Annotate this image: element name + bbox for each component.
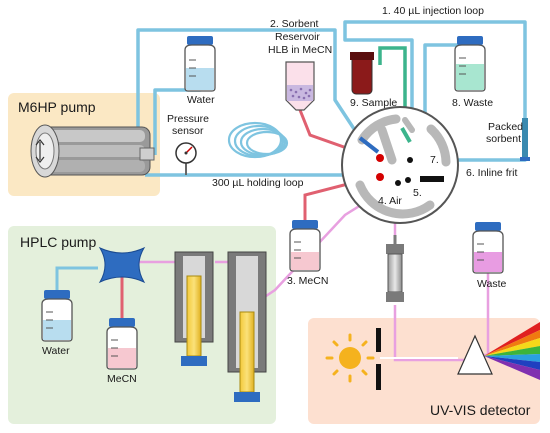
mecn-bottle-hplc bbox=[106, 318, 138, 370]
sorbent-label-3: HLB in MeCN bbox=[268, 44, 332, 56]
lamp-sun-icon bbox=[325, 333, 375, 383]
waste-bottle-bottom bbox=[472, 222, 504, 274]
spectrum-rays bbox=[484, 322, 540, 380]
mecn-valve-label: 3. MeCN bbox=[287, 275, 328, 287]
slit-icon bbox=[376, 328, 381, 390]
injection-loop-label: 1. 40 µL injection loop bbox=[382, 5, 484, 17]
water-hplc-line bbox=[55, 266, 98, 294]
hplc-title: HPLC pump bbox=[20, 234, 96, 250]
port5-label: 5. bbox=[413, 187, 422, 199]
pressure-label-2: sensor bbox=[172, 125, 204, 137]
m6hp-pump bbox=[30, 124, 155, 178]
pressure-label-1: Pressure bbox=[167, 113, 209, 125]
prism-icon bbox=[457, 334, 493, 375]
water-bottle-top bbox=[184, 36, 216, 92]
pressure-gauge-icon bbox=[175, 142, 197, 175]
uv-panel bbox=[308, 318, 540, 424]
waste-bottle-top bbox=[454, 36, 486, 92]
sample-label: 9. Sample bbox=[350, 97, 397, 109]
water-bottle-hplc bbox=[41, 290, 73, 342]
inline-frit-icon bbox=[520, 157, 530, 161]
packed-label-2: sorbent bbox=[486, 133, 521, 145]
sorbent-label-1: 2. Sorbent bbox=[270, 18, 319, 30]
m6hp-title: M6HP pump bbox=[18, 99, 96, 115]
holding-loop-label: 300 µL holding loop bbox=[212, 177, 304, 189]
mixer-tee-icon bbox=[98, 246, 146, 284]
uv-title: UV-VIS detector bbox=[430, 402, 531, 418]
sample-vial bbox=[350, 52, 374, 95]
hplc-piston-1 bbox=[174, 251, 214, 366]
sorbent-reservoir bbox=[285, 61, 315, 111]
holding-loop-coil bbox=[227, 121, 289, 159]
mecn-hplc-label: MeCN bbox=[107, 373, 137, 385]
water-hplc-label: Water bbox=[42, 345, 70, 357]
sorbent-label-2: Reservoir bbox=[275, 31, 320, 43]
mecn-bottle-valve bbox=[289, 220, 321, 272]
water-top-label: Water bbox=[187, 94, 215, 106]
packed-label-1: Packed bbox=[488, 121, 523, 133]
port7-label: 7. bbox=[430, 154, 439, 166]
column-icon bbox=[386, 235, 404, 302]
packed-sorbent-tube bbox=[522, 118, 528, 158]
port4-label: 4. Air bbox=[378, 195, 402, 207]
waste-bottom-label: Waste bbox=[477, 278, 507, 290]
waste-top-label: 8. Waste bbox=[452, 97, 493, 109]
green-tubing bbox=[378, 46, 407, 140]
selection-valve bbox=[341, 106, 459, 224]
inline-frit-label: 6. Inline frit bbox=[466, 167, 517, 179]
hplc-piston-2 bbox=[227, 251, 267, 402]
